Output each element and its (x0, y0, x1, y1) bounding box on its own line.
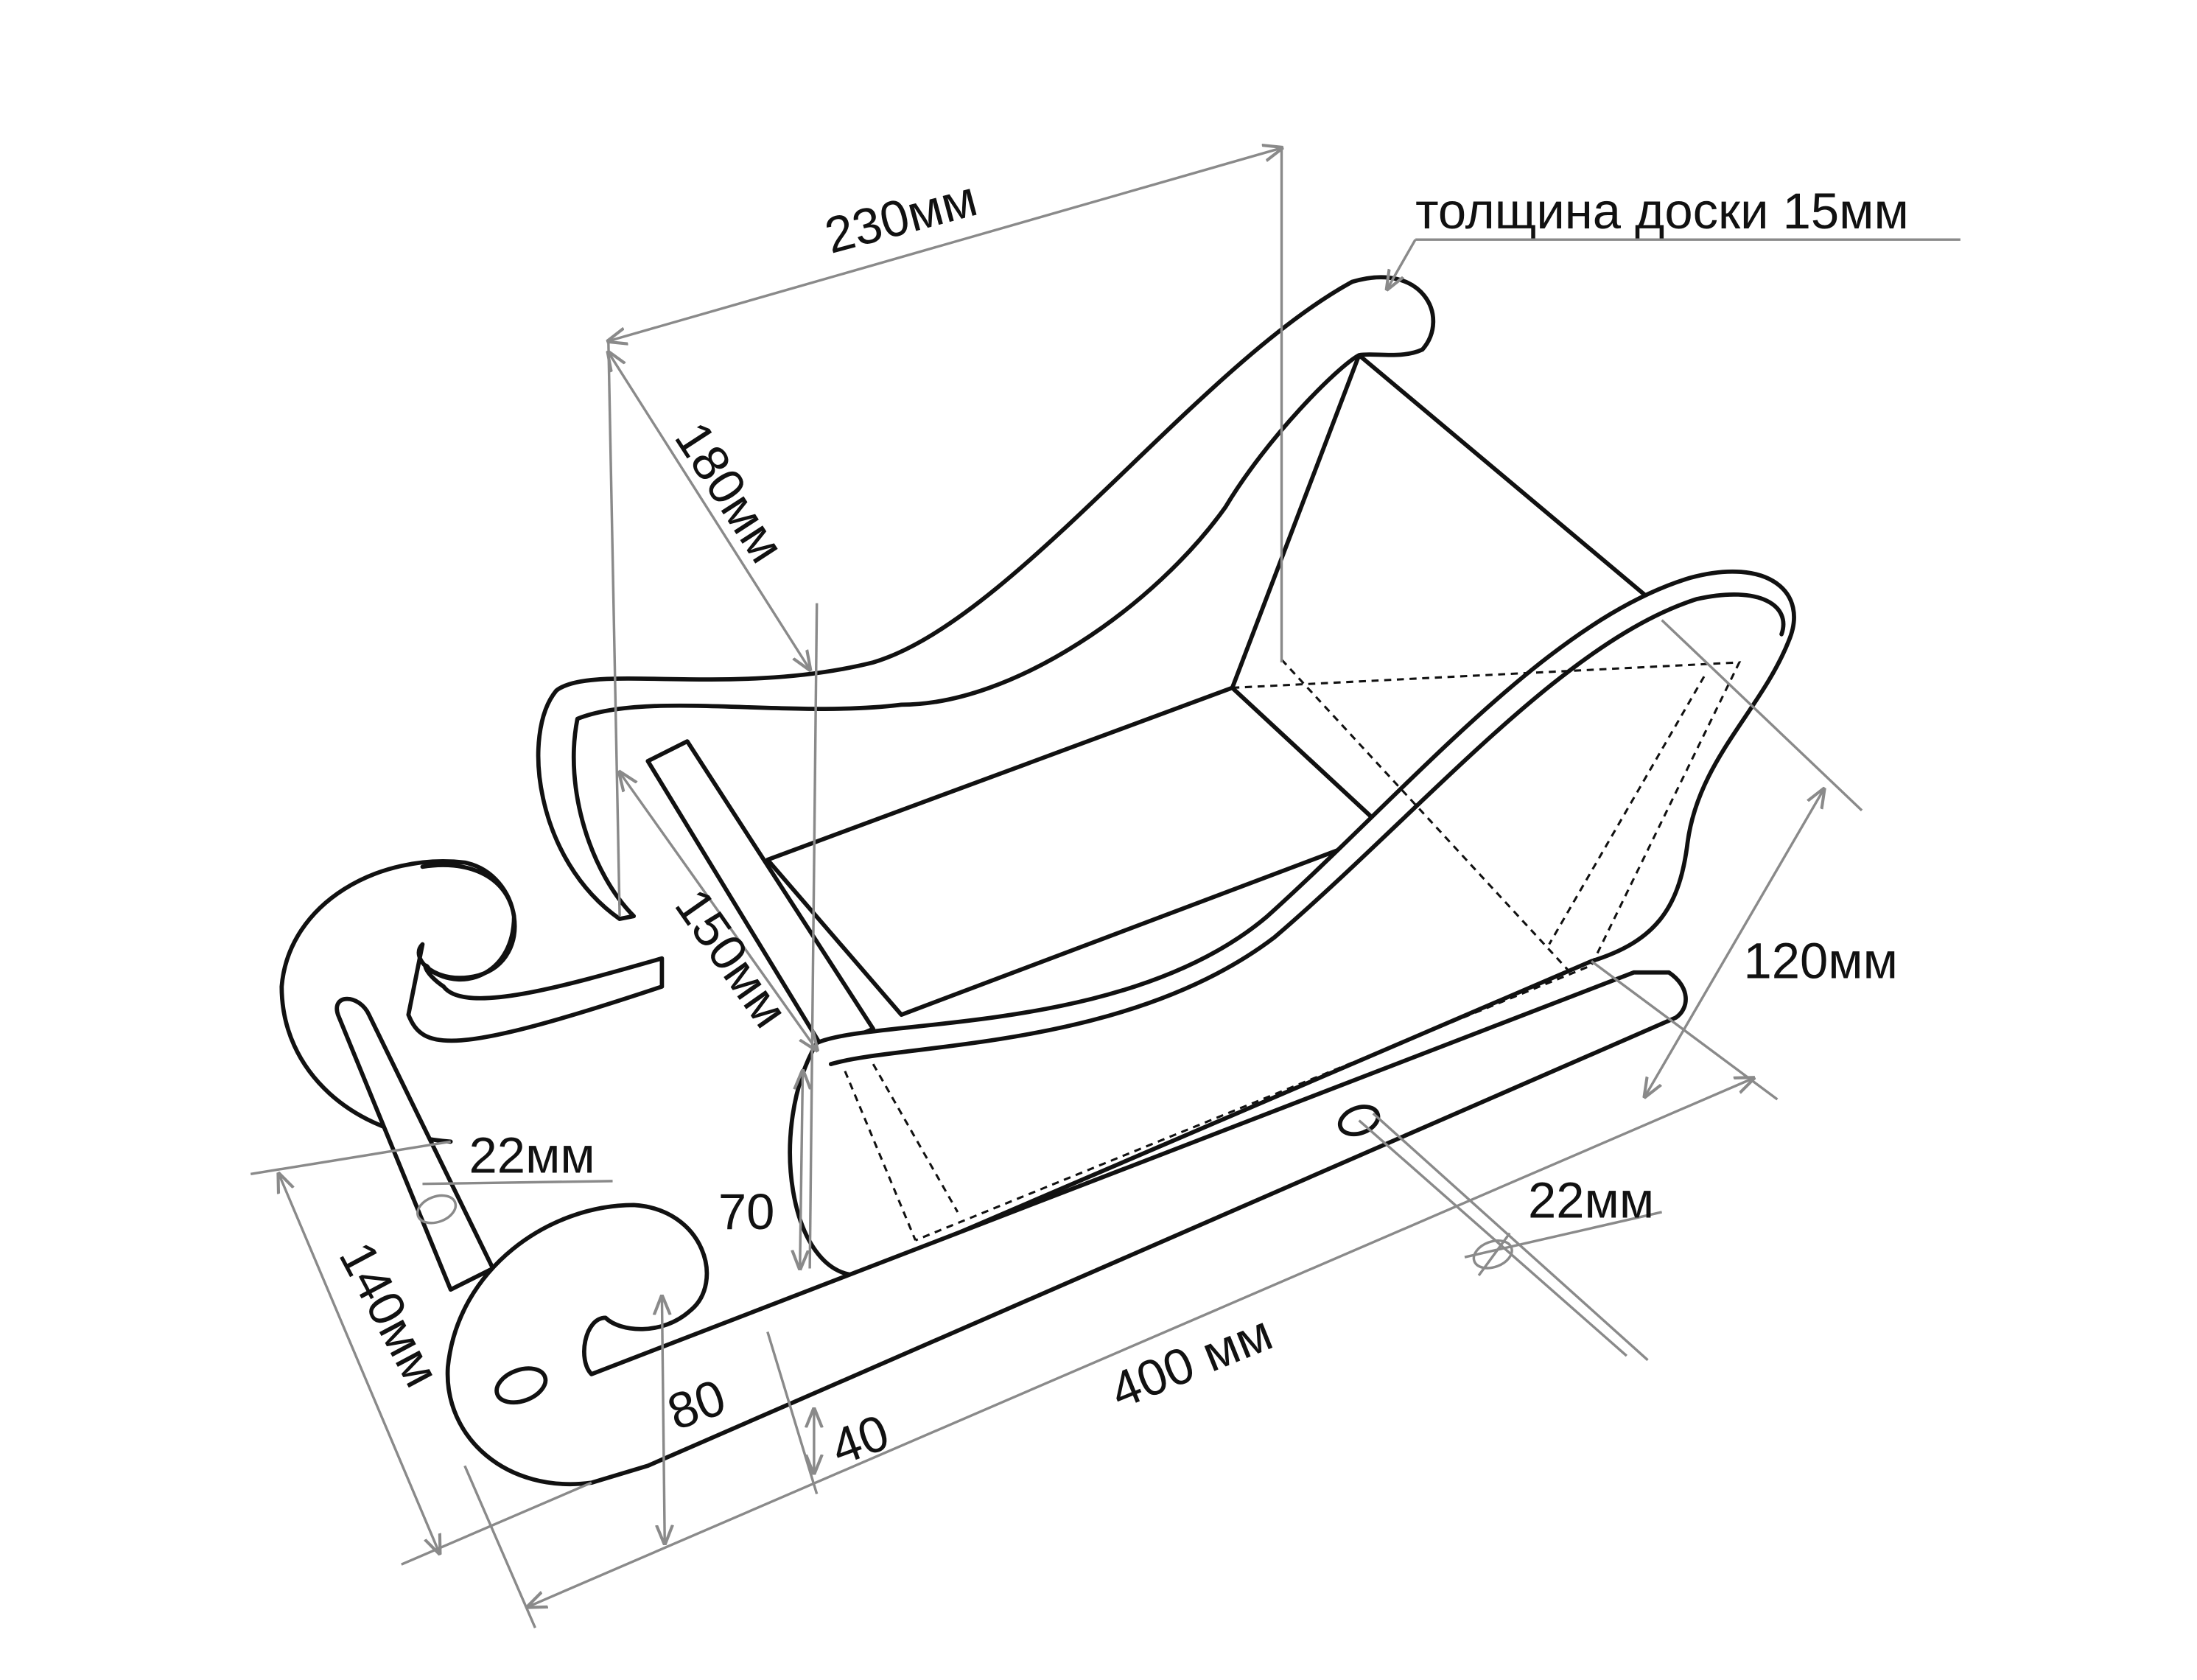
label-runner-width: 140мм (329, 1233, 451, 1396)
label-board-thickness: толщина доски 15мм (1415, 183, 1909, 239)
label-hole-right: 22мм (1528, 1172, 1654, 1229)
far-side-panel (536, 275, 1436, 921)
label-side-height: 180мм (664, 412, 796, 573)
label-hole-left: 22мм (469, 1127, 595, 1183)
label-back-height: 120мм (1743, 932, 1897, 989)
label-runner-height: 40 (824, 1404, 896, 1477)
label-width-top: 230мм (819, 169, 983, 265)
dimension-lines (250, 148, 1961, 1628)
back-runner (279, 859, 665, 1292)
label-front-height: 70 (718, 1183, 775, 1240)
